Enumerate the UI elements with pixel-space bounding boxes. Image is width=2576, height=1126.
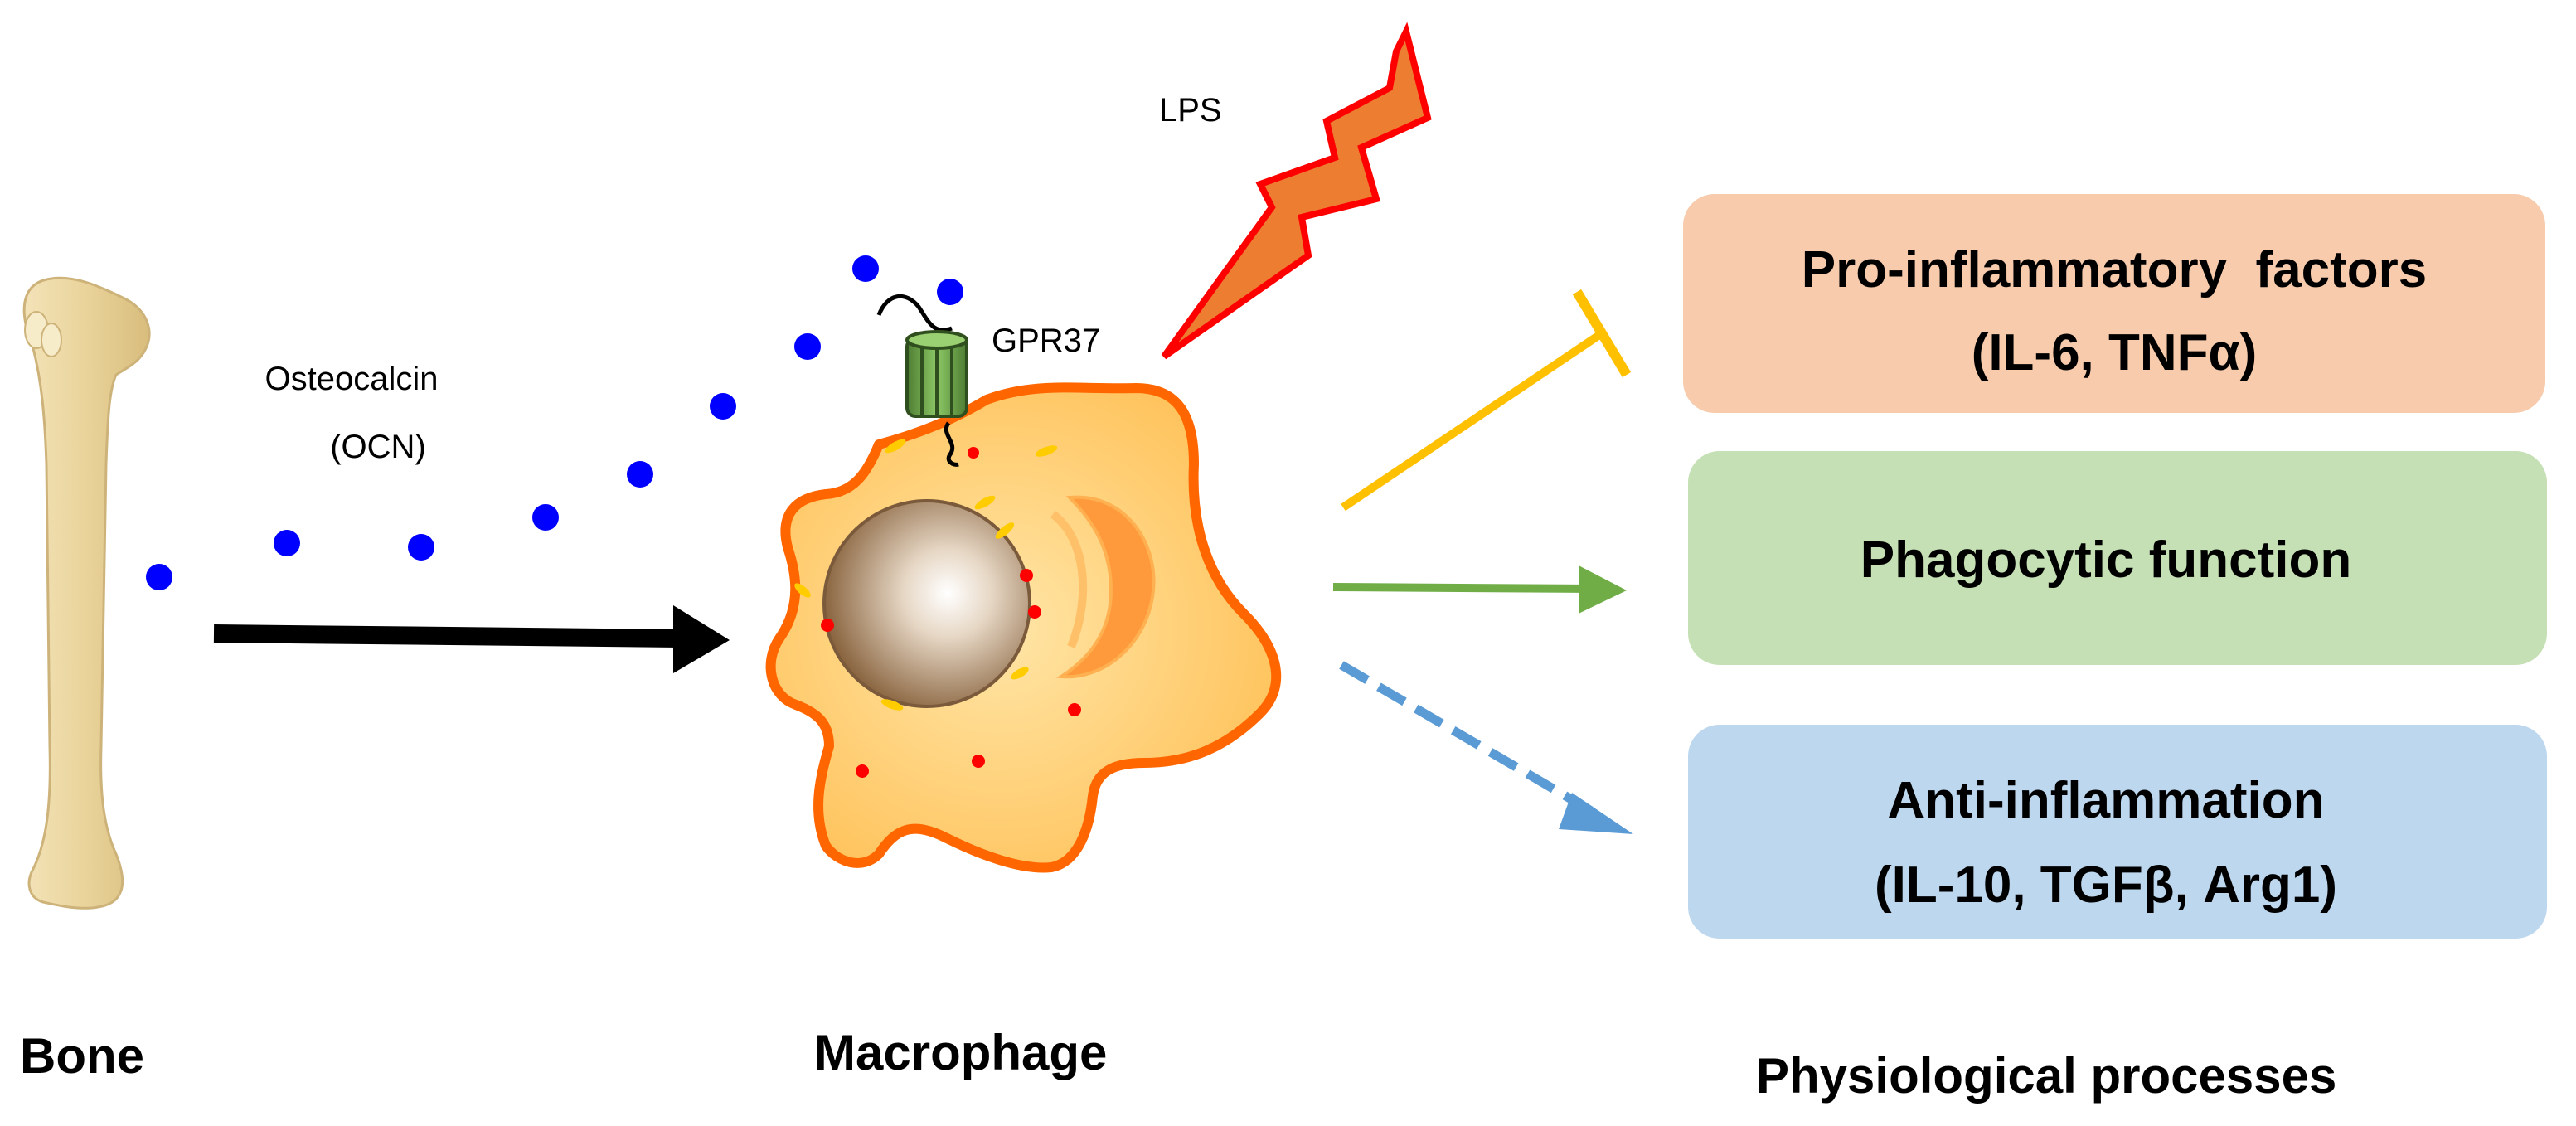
pro-inflammatory-factors-title: Pro-inflammatory factors <box>1802 241 2428 298</box>
bone-to-macrophage-arrow <box>213 605 730 673</box>
pro-inflammatory-factors-box: Pro-inflammatory factors (IL-6, TNFα) <box>1683 194 2545 413</box>
anti-inflammation-markers: (IL-10, TGFβ, Arg1) <box>1875 857 2337 914</box>
gpr37-label: GPR37 <box>992 323 1100 359</box>
lps-lightning-icon <box>1161 22 1432 360</box>
osteocalcin-dots <box>146 255 963 590</box>
macrophage-label: Macrophage <box>814 1025 1107 1080</box>
ocn-dot <box>852 255 879 282</box>
ocn-dot <box>937 279 963 305</box>
lps-label: LPS <box>1159 92 1222 129</box>
anti-inflammation-box: Anti-inflammation (IL-10, TGFβ, Arg1) <box>1688 725 2547 939</box>
phagocytic-function-box: Phagocytic function <box>1688 451 2547 665</box>
osteocalcin-label: Osteocalcin <box>265 361 439 397</box>
phagocytic-function-title: Phagocytic function <box>1860 531 2351 589</box>
inhibition-arrow <box>1341 289 1632 512</box>
activation-arrow <box>1332 565 1627 614</box>
ocn-label: (OCN) <box>330 429 426 465</box>
bone-icon <box>22 276 151 910</box>
bone-label: Bone <box>20 1028 144 1084</box>
ocn-dot <box>532 504 559 531</box>
ocn-dot <box>710 393 736 420</box>
anti-inflammation-title: Anti-inflammation <box>1888 772 2325 829</box>
ocn-dot <box>146 564 172 590</box>
ocn-dot <box>794 333 821 360</box>
macrophage-cell <box>765 382 1282 873</box>
ocn-dot <box>408 534 434 561</box>
physiological-processes-label: Physiological processes <box>1756 1048 2336 1104</box>
gpr37-receptor-icon <box>876 294 968 467</box>
ocn-dot <box>274 530 300 556</box>
pro-inflammatory-factors-markers: (IL-6, TNFα) <box>1972 324 2258 381</box>
ocn-dot <box>627 461 653 488</box>
dashed-activation-arrow <box>1339 661 1633 834</box>
